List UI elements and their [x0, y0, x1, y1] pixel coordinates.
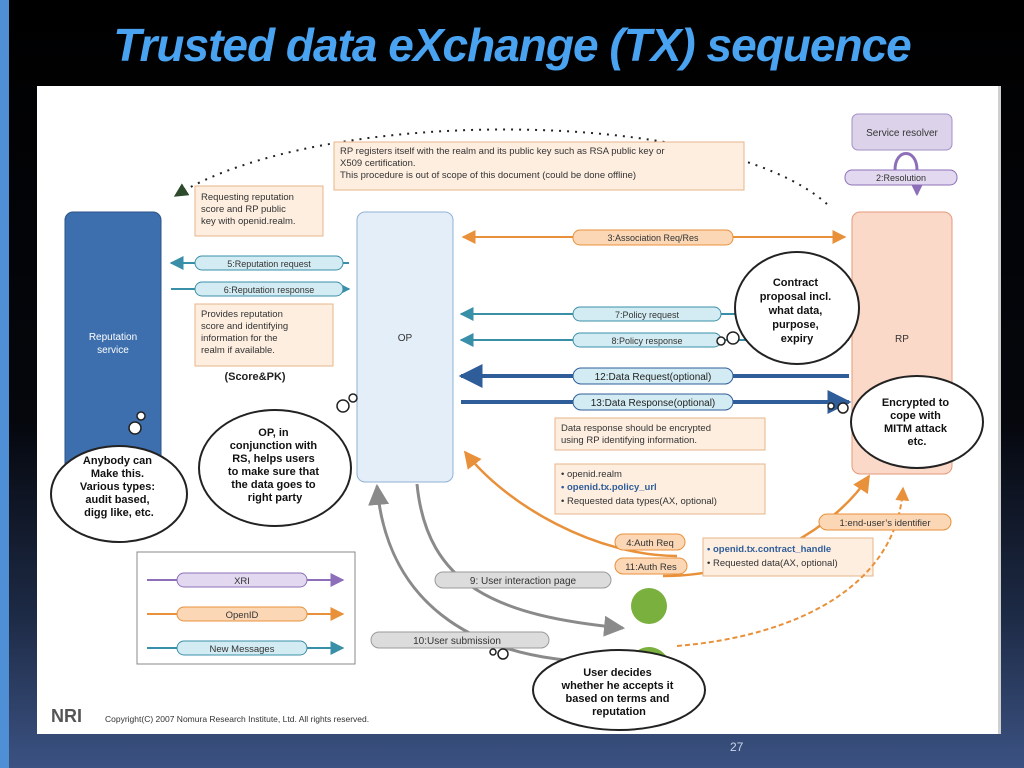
nri-logo: NRI — [51, 706, 82, 726]
encrypted-note-text: Data response should be encrypted using … — [561, 423, 714, 446]
legend-xri-pill — [176, 572, 308, 588]
data-request-label: 12:Data Request(optional) — [595, 372, 712, 383]
policy-request-label: 7:Policy request — [615, 310, 680, 320]
rp-label: RP — [895, 334, 909, 345]
reputation-request-label: 5:Reputation request — [227, 259, 311, 269]
resolution-pill — [844, 169, 958, 186]
auth-req-pill — [614, 533, 686, 551]
user-interaction-label: 9: User interaction page — [470, 576, 577, 587]
score-pk-label: (Score&PK) — [224, 371, 285, 383]
op-box — [356, 211, 454, 483]
reputation-response-label: 6:Reputation response — [224, 285, 315, 295]
user-interaction-arrow — [415, 483, 626, 637]
reputation-response-pill — [194, 281, 344, 297]
svg-text:Contract proposal incl.: Contract proposal incl. what data, purpo… — [760, 277, 835, 345]
auth-param-realm: • openid.realm — [561, 469, 622, 480]
legend-new-messages-pill — [176, 640, 308, 656]
data-response-label: 13:Data Response(optional) — [591, 398, 716, 409]
rp-register-text: RP registers itself with the realm and i… — [340, 146, 667, 181]
svg-text:User decides whether he: User decides whether he accepts it based… — [561, 667, 677, 718]
legend-new-messages-label: New Messages — [210, 644, 275, 655]
left-accent-bar — [0, 0, 9, 768]
realm-registration-arc — [173, 128, 828, 205]
svg-text:Encrypted to cope with: Encrypted to cope with MITM attack etc. — [882, 397, 952, 448]
legend-openid-label: OpenID — [226, 610, 259, 621]
op-label: OP — [398, 333, 413, 344]
op-conjunction-bubble: OP, in conjunction with RS, helps users … — [198, 393, 358, 527]
reputation-request-pill — [194, 255, 344, 271]
end-user-id-label: 1:end-user’s identifier — [839, 518, 930, 529]
user-submission-pill — [370, 631, 550, 649]
resolution-label: 2:Resolution — [876, 173, 926, 183]
res-param-requested-data: • Requested data(AX, optional) — [707, 558, 838, 569]
contract-bubble: Contract proposal incl. what data, purpo… — [716, 251, 860, 365]
svg-text:Anybody can Make this.: Anybody can Make this. Various types: au… — [80, 455, 158, 519]
res-params-note — [702, 537, 874, 577]
slide-number: 27 — [730, 740, 744, 754]
policy-request-pill — [572, 306, 722, 322]
slide-title: Trusted data eXchange (TX) sequence — [113, 19, 912, 71]
service-resolver-box — [851, 113, 953, 151]
requesting-reputation-text: Requesting reputation score and RP publi… — [201, 192, 297, 227]
encrypted-bubble: Encrypted to cope with MITM attack etc. — [827, 375, 984, 469]
user-decides-bubble: User decides whether he accepts it based… — [489, 648, 706, 731]
legend-openid-pill — [176, 606, 308, 622]
auth-res-label: 11:Auth Res — [625, 562, 677, 573]
data-request-pill — [572, 367, 734, 385]
rp-register-note — [333, 141, 745, 191]
policy-response-label: 8:Policy response — [611, 336, 682, 346]
association-label: 3:Association Req/Res — [607, 233, 699, 243]
data-response-pill — [572, 393, 734, 411]
end-user-id-pill — [818, 513, 952, 531]
requesting-reputation-note — [194, 185, 324, 237]
svg-text:OP, in conjunction with: OP, in conjunction with RS, helps users … — [228, 427, 322, 504]
anybody-bubble: Anybody can Make this. Various types: au… — [50, 411, 188, 543]
user-interaction-pill — [434, 571, 612, 589]
auth-param-data-types: • Requested data types(AX, optional) — [561, 496, 717, 507]
service-resolver-label: Service resolver — [866, 128, 938, 139]
provides-reputation-text: Provides reputation score and identifyin… — [201, 309, 291, 356]
auth-res-pill — [614, 557, 688, 575]
auth-req-label: 4:Auth Req — [626, 538, 674, 549]
res-param-contract-handle: • openid.tx.contract_handle — [707, 544, 831, 555]
auth-param-policy-url: • openid.tx.policy_url — [561, 482, 657, 493]
legend-xri-label: XRI — [234, 576, 250, 587]
association-pill — [572, 229, 734, 246]
auth-req-arrow — [463, 450, 678, 558]
copyright-text: Copyright(C) 2007 Nomura Research Instit… — [105, 714, 369, 724]
encrypted-note — [554, 417, 766, 451]
auth-params-note — [554, 463, 766, 515]
provides-reputation-note — [194, 303, 334, 367]
user-submission-label: 10:User submission — [413, 636, 501, 647]
